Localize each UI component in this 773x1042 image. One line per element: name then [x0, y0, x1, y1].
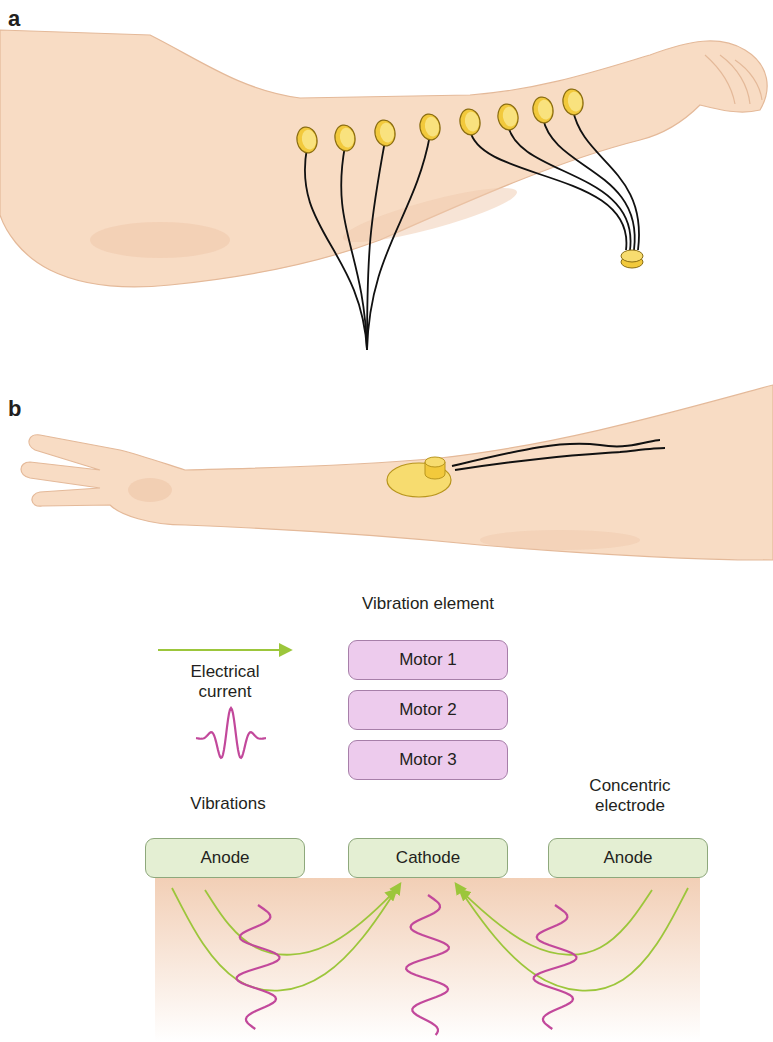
- arm-illustration: [705, 55, 762, 104]
- motor-box: Motor 3: [348, 740, 508, 780]
- surface-electrodes: [531, 95, 555, 124]
- panel-letter: a: [8, 6, 38, 32]
- arm-illustration: [21, 385, 773, 560]
- electrode-wires: [573, 110, 639, 250]
- surface-electrodes: [463, 111, 480, 133]
- surface-electrodes: [333, 123, 357, 152]
- electrode-wires: [621, 250, 643, 262]
- surface-electrodes: [496, 102, 520, 131]
- cathode-box: Cathode: [348, 838, 508, 878]
- surface-electrodes: [418, 112, 442, 141]
- surface-electrodes: [496, 102, 520, 131]
- arm-illustration: [21, 385, 773, 560]
- electrode-wires: [470, 130, 626, 250]
- arm-illustration: [90, 222, 230, 258]
- surface-electrodes: [378, 122, 395, 144]
- surface-electrodes: [423, 116, 440, 138]
- box-label: Anode: [200, 848, 249, 868]
- surface-electrodes: [561, 87, 585, 116]
- surface-electrodes: [458, 107, 482, 136]
- surface-electrodes: [531, 95, 555, 124]
- panel-letter: b: [8, 396, 38, 422]
- electrode-wires: [367, 135, 430, 350]
- surface-electrodes: [536, 99, 553, 121]
- electrode-wires: [305, 110, 643, 350]
- surface-electrodes: [300, 129, 317, 151]
- surface-electrodes: [458, 107, 482, 136]
- surface-electrodes: [501, 106, 518, 128]
- legend-label: Electrical current: [165, 662, 285, 703]
- arm-illustration: [128, 478, 172, 502]
- arm-illustration: [425, 457, 445, 467]
- arm-illustration: [452, 440, 665, 470]
- motor-box: Motor 2: [348, 690, 508, 730]
- tissue-section: [205, 890, 396, 955]
- surface-electrodes: [373, 118, 397, 147]
- surface-electrodes: [561, 87, 585, 116]
- anode-box: Anode: [145, 838, 305, 878]
- electrode-wires: [341, 146, 367, 350]
- box-label: Motor 2: [399, 700, 457, 720]
- surface-electrodes: [295, 125, 319, 154]
- legend-label: Vibrations: [168, 794, 288, 814]
- tissue-section: [172, 884, 400, 991]
- component-label: Vibration element: [328, 594, 528, 614]
- legend-samples: [158, 650, 290, 758]
- tissue-section: [406, 895, 449, 1035]
- tissue-section: [460, 890, 652, 955]
- tissue-section: [456, 884, 688, 991]
- tissue-section: [534, 905, 577, 1029]
- component-label: Concentric electrode: [570, 776, 690, 817]
- box-label: Motor 3: [399, 750, 457, 770]
- box-label: Anode: [603, 848, 652, 868]
- arm-illustration: [387, 463, 451, 497]
- box-label: Cathode: [396, 848, 460, 868]
- arm-illustration: [339, 178, 520, 252]
- surface-electrodes: [338, 127, 355, 149]
- arm-illustration: [480, 530, 640, 550]
- surface-electrodes: [295, 87, 585, 154]
- legend-samples: [196, 708, 266, 758]
- legend-samples: [158, 649, 290, 651]
- surface-electrodes: [566, 91, 583, 113]
- motor-box: Motor 1: [348, 640, 508, 680]
- surface-electrodes: [418, 112, 442, 141]
- anode-box: Anode: [548, 838, 708, 878]
- surface-electrodes: [295, 125, 319, 154]
- surface-electrodes: [373, 118, 397, 147]
- arm-illustration: [0, 30, 767, 287]
- surface-electrodes: [333, 123, 357, 152]
- tissue-section: [155, 878, 700, 1042]
- box-label: Motor 1: [399, 650, 457, 670]
- electrode-wires: [305, 148, 367, 350]
- tissue-section: [237, 905, 280, 1029]
- tissue-section: [155, 878, 700, 1042]
- arm-illustration: [0, 30, 767, 287]
- electrode-wires: [543, 118, 635, 250]
